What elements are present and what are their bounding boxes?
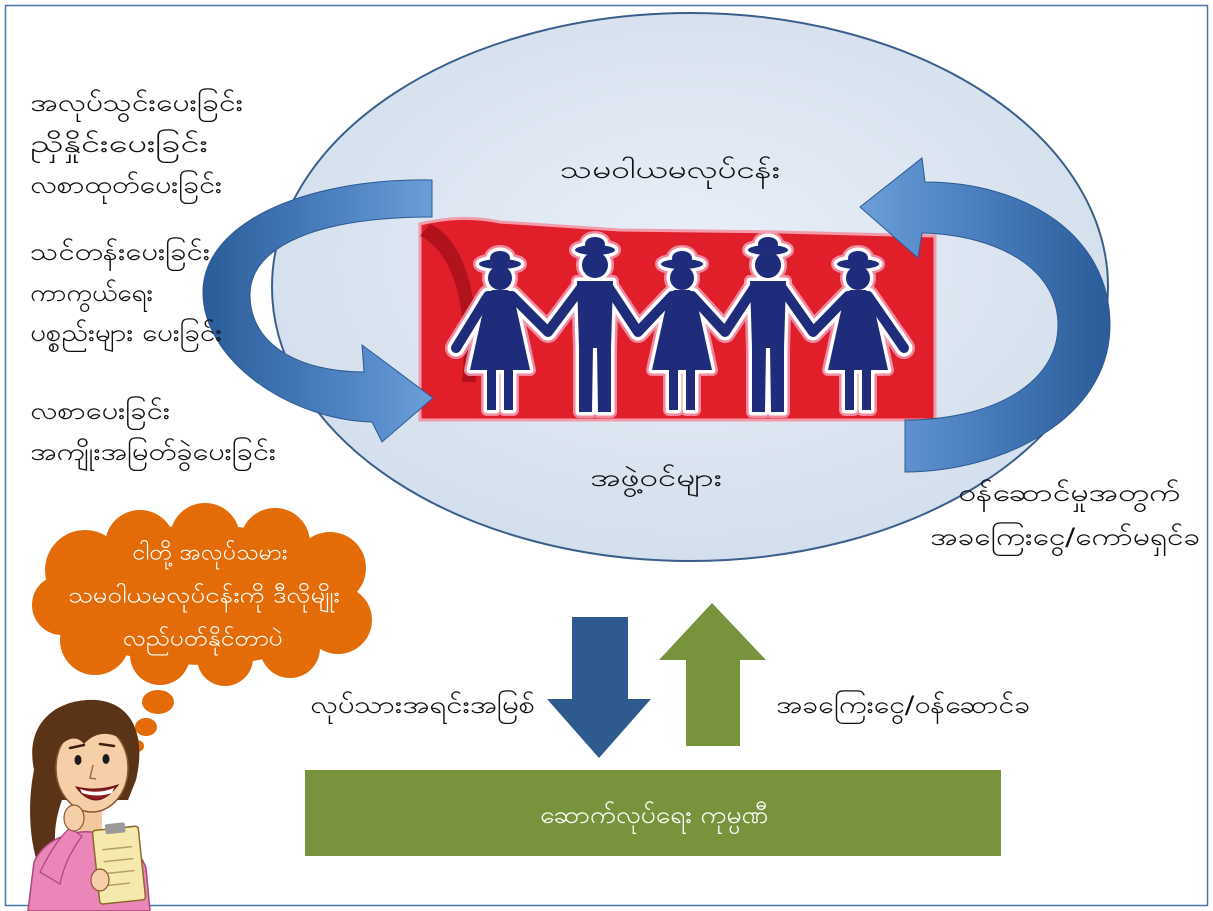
- curved-arrow-left-icon: [859, 157, 1111, 473]
- thought-cloud: [32, 503, 372, 752]
- frame-border: [4, 4, 1209, 907]
- service-label: ပစ္စည်းများ ပေးခြင်း: [30, 317, 222, 352]
- company-label: ဆောက်လုပ်ရေး ကုမ္ပဏီ: [540, 800, 768, 834]
- clipboard-clip: [104, 822, 126, 835]
- woman-bangs: [54, 717, 132, 754]
- service-label: လစာထုတ်ပေးခြင်း: [30, 169, 222, 204]
- clipboard-lines: [102, 845, 135, 887]
- woman-eye-left: [74, 755, 82, 765]
- cloud-lobe: [294, 532, 366, 604]
- cooperative-label: သမဝါယမလုပ်ငန်း: [560, 155, 780, 189]
- woman-nose: [89, 764, 97, 780]
- service-label: သင်တန်းပေးခြင်း: [30, 236, 210, 271]
- cloud-lobe: [105, 510, 175, 580]
- service-label: လစာပေးခြင်း: [30, 395, 170, 430]
- thought-bubble-dot: [135, 718, 157, 736]
- woman-eye-right: [102, 754, 110, 764]
- banner-dark-fold: [420, 224, 478, 382]
- woman-eyebrows: [68, 742, 116, 750]
- woman-sleeve: [39, 827, 83, 885]
- cloud-lobe: [260, 618, 320, 678]
- woman-hand-clipboard: [90, 868, 110, 892]
- clipboard-board: [91, 825, 147, 905]
- thought-bubble-dot: [142, 690, 174, 714]
- cloud-lobe: [197, 630, 253, 686]
- company-box: [305, 770, 1001, 856]
- cloud-lobe: [170, 503, 240, 573]
- curved-arrow-right-icon: [202, 179, 434, 443]
- labour-flow-label: လုပ်သားအရင်းအမြစ်: [310, 689, 535, 724]
- thought-line: လည်ပတ်နိုင်တာပဲ: [123, 626, 283, 656]
- woman-neck: [80, 806, 102, 836]
- cloud-lobe: [32, 575, 92, 635]
- thought-line: ငါတို့ အလုပ်သမား: [133, 540, 288, 570]
- people-holding-hands-icon: [418, 216, 937, 422]
- clipboard-icon: [91, 822, 147, 905]
- arrow-down-icon: [547, 617, 651, 758]
- woman-with-clipboard-icon: [27, 699, 151, 911]
- cloud-lobe: [240, 508, 310, 578]
- thought-cloud-text: ငါတို့ အလုပ်သမား သမဝါယမလုပ်ငန်းကို ဒီလို…: [68, 540, 340, 656]
- woman-teeth: [80, 788, 114, 796]
- thought-line: သမဝါယမလုပ်ငန်းကို ဒီလိုမျိုး: [68, 583, 340, 614]
- arrow-up-icon: [659, 603, 766, 746]
- cloud-lobe: [130, 625, 190, 685]
- woman-hand-chin: [63, 804, 85, 832]
- cloud-lobe: [304, 586, 372, 654]
